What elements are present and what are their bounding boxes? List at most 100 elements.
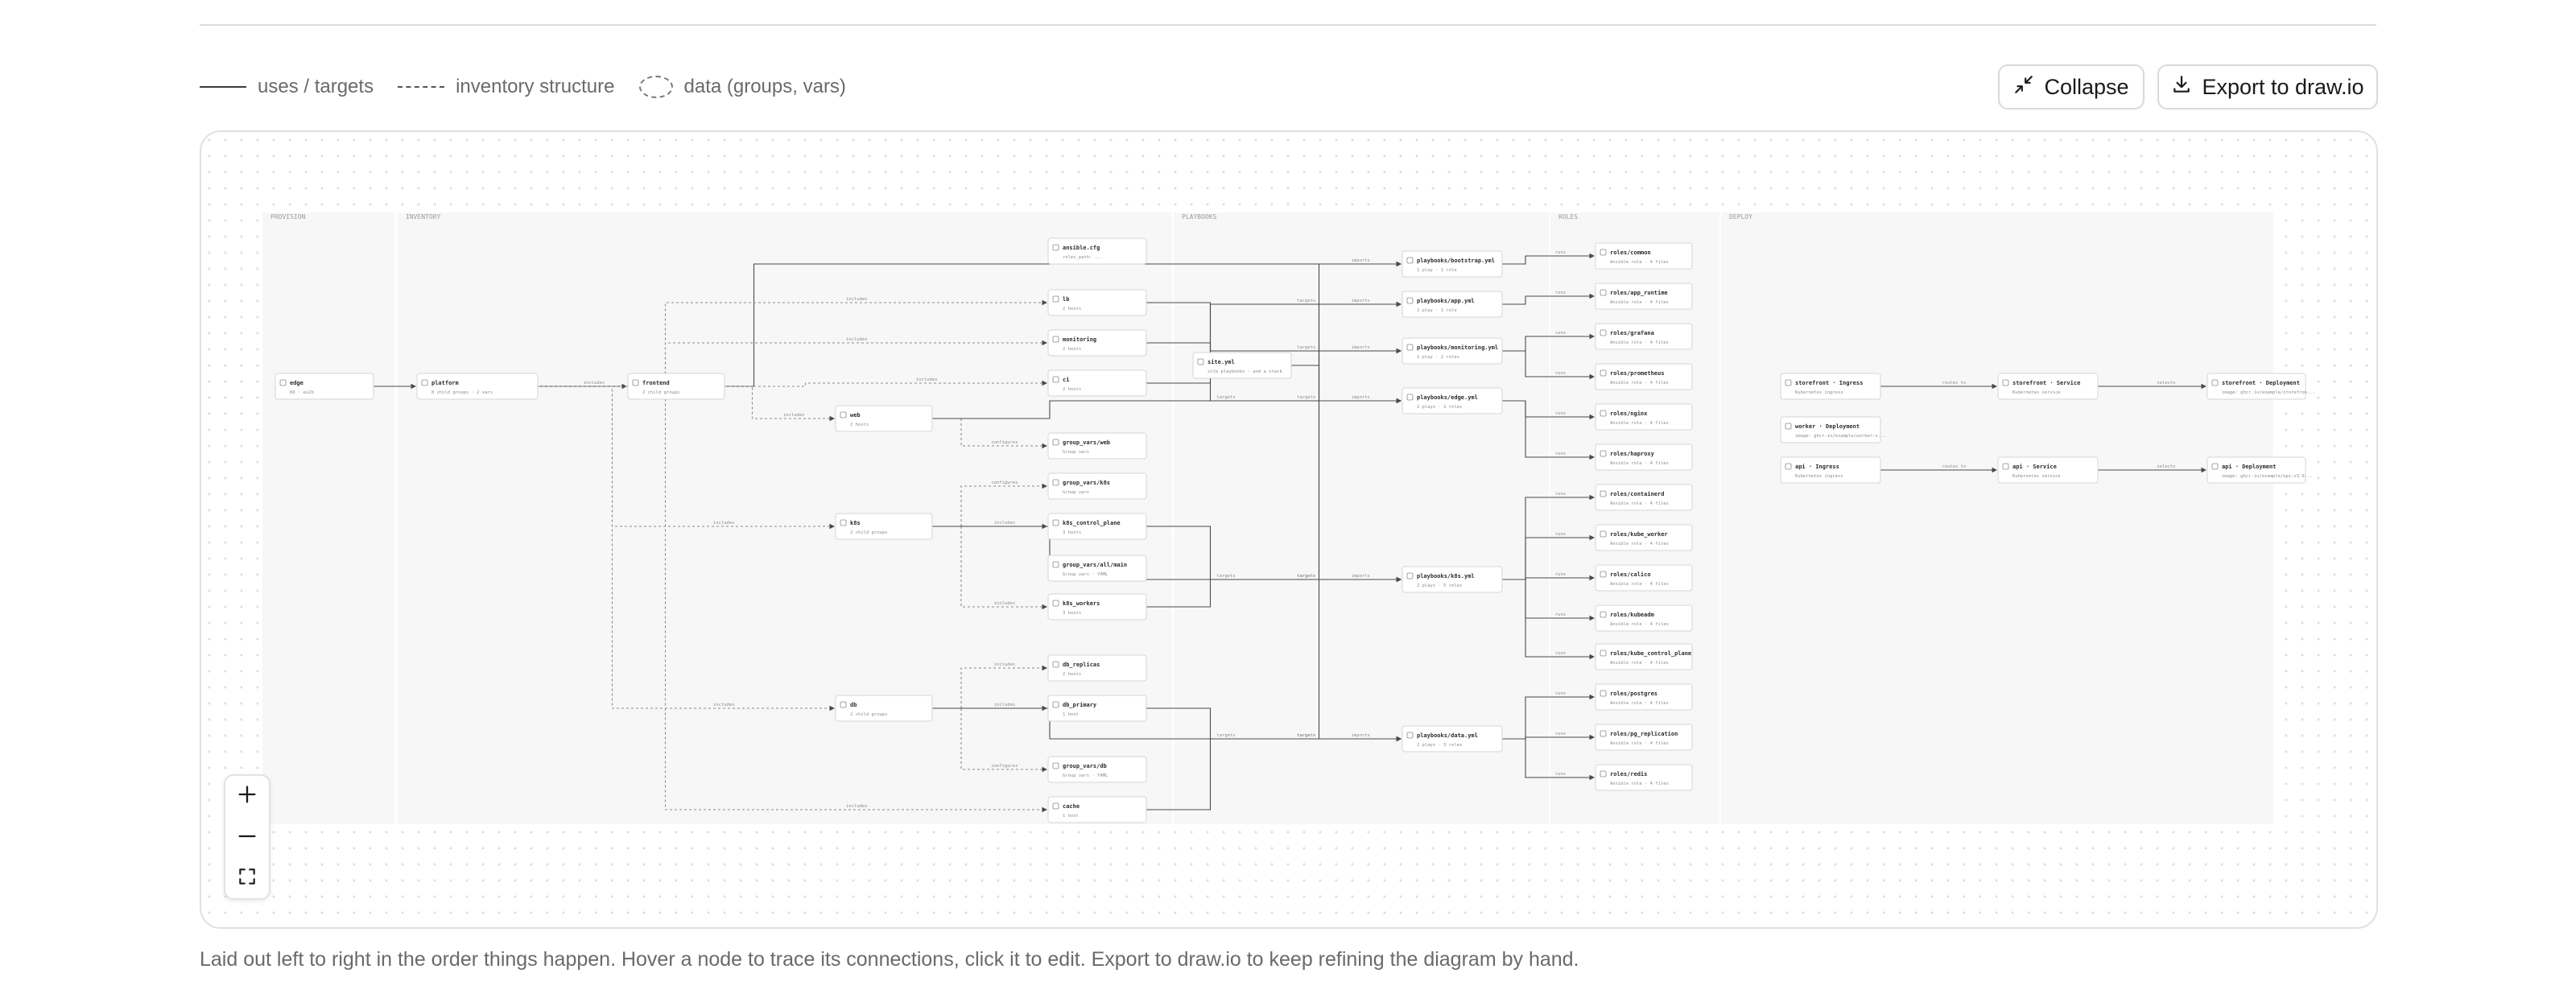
edge-label: imports — [1352, 574, 1370, 579]
zoom-out-button[interactable] — [225, 818, 269, 858]
edge-label: imports — [1352, 733, 1370, 738]
node-subtitle: Ansible role · 4 files — [1610, 701, 1669, 706]
node-subtitle: 2 child groups — [642, 390, 679, 395]
edge-label: runs — [1555, 411, 1566, 416]
dashed-oval-swatch — [638, 76, 673, 98]
flow-diagram[interactable]: PROVISIONINVENTORYPLAYBOOKSROLESDEPLOYta… — [201, 132, 2376, 927]
edge-pb_monitoring-r_prometheus[interactable] — [1502, 350, 1596, 380]
edge-label: runs — [1555, 331, 1566, 336]
node-box — [416, 373, 539, 400]
edge-platform-db[interactable] — [538, 386, 836, 711]
edge-label: imports — [1352, 258, 1370, 263]
edge-pb_k8s-r_kube_cp[interactable] — [1502, 579, 1596, 660]
edge-frontend-web[interactable] — [724, 386, 836, 422]
fit-view-button[interactable] — [225, 858, 269, 898]
node-icon — [1052, 479, 1059, 486]
node-lb[interactable]: lb2 hosts — [1047, 289, 1147, 316]
node-icon — [1600, 530, 1607, 538]
node-icon — [1406, 732, 1414, 739]
edge-frontend-ci[interactable] — [724, 380, 1048, 387]
node-box — [1192, 352, 1292, 379]
edge-pb_data-r_redis[interactable] — [1502, 738, 1596, 781]
node-title: playbooks/monitoring.yml — [1417, 344, 1498, 351]
collapse-button[interactable]: Collapse — [1998, 64, 2145, 109]
edge-label: targets — [1297, 299, 1315, 303]
node-ci[interactable]: ci2 hosts — [1047, 369, 1147, 397]
edge-platform-k8s[interactable] — [538, 386, 836, 530]
edge-label: runs — [1555, 572, 1566, 577]
node-box — [835, 695, 933, 722]
node-title: ci — [1063, 377, 1069, 383]
node-subtitle: 1 host — [1063, 814, 1079, 819]
node-title: playbooks/edge.yml — [1417, 394, 1478, 401]
edge-cache-pb_data[interactable] — [1146, 736, 1402, 810]
node-box — [1595, 242, 1693, 270]
node-subtitle: 2 child groups — [850, 530, 887, 535]
edge-platform-cache[interactable] — [538, 386, 1048, 813]
node-db[interactable]: db2 child groups — [835, 695, 933, 722]
edge-pb_app-r_app_runtime[interactable] — [1502, 293, 1596, 305]
node-ansible_cfg[interactable]: ansible.cfgroles_path: ... — [1047, 237, 1147, 265]
edge-pb_edge-r_haproxy[interactable] — [1502, 400, 1596, 460]
edge-label: imports — [1352, 395, 1370, 400]
node-subtitle: Ansible role · 4 files — [1610, 781, 1669, 786]
node-box — [1047, 289, 1147, 316]
edge-pb_bootstrap-r_common[interactable] — [1502, 253, 1596, 265]
node-subtitle: Group vars — [1063, 490, 1089, 495]
node-box — [1047, 432, 1147, 460]
zoom-in-button[interactable] — [225, 776, 269, 816]
edge-label: includes — [994, 662, 1016, 667]
export-drawio-button[interactable]: Export to draw.io — [2157, 64, 2378, 109]
node-icon — [840, 519, 847, 526]
help-text: Laid out left to right in the order thin… — [200, 948, 1579, 971]
node-box — [1780, 416, 1881, 443]
edge-ci-pb_app[interactable] — [1146, 301, 1402, 384]
diagram-canvas[interactable]: PROVISIONINVENTORYPLAYBOOKSROLESDEPLOYta… — [200, 130, 2378, 929]
edge-site-pb_data[interactable] — [1291, 365, 1402, 742]
edge-k8s_workers-pb_k8s[interactable] — [1146, 576, 1402, 608]
